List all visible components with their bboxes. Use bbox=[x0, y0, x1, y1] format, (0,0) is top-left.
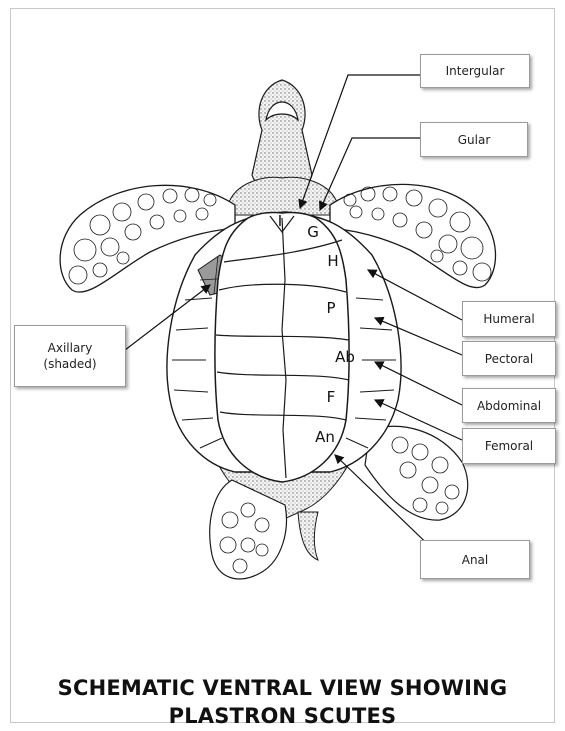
humeral-callout: Humeral bbox=[462, 301, 556, 337]
femoral-label: Femoral bbox=[485, 438, 533, 454]
pectoral-scute-letter: P bbox=[326, 299, 335, 317]
femoral-callout: Femoral bbox=[462, 428, 556, 464]
intergular-scute-letter: I bbox=[278, 212, 282, 230]
intergular-callout: Intergular bbox=[420, 54, 530, 88]
axillary-callout: Axillary (shaded) bbox=[14, 325, 126, 387]
abdominal-scute-letter: Ab bbox=[335, 348, 355, 366]
gular-label: Gular bbox=[458, 132, 491, 148]
pectoral-label: Pectoral bbox=[485, 351, 533, 367]
anal-label: Anal bbox=[462, 552, 489, 568]
anal-scute-letter: An bbox=[315, 428, 335, 446]
pectoral-callout: Pectoral bbox=[462, 341, 556, 376]
intergular-label: Intergular bbox=[446, 63, 505, 79]
humeral-label: Humeral bbox=[483, 311, 534, 327]
abdominal-label: Abdominal bbox=[477, 398, 541, 414]
gular-callout: Gular bbox=[420, 122, 528, 157]
abdominal-callout: Abdominal bbox=[462, 388, 556, 423]
humeral-scute-letter: H bbox=[327, 252, 338, 270]
axillary-label-line2: (shaded) bbox=[43, 356, 96, 372]
tail bbox=[298, 512, 318, 560]
femoral-scute-letter: F bbox=[327, 388, 336, 406]
axillary-label-line1: Axillary bbox=[48, 340, 93, 356]
right-rear-flipper bbox=[365, 426, 468, 520]
figure-title-line1: SCHEMATIC VENTRAL VIEW SHOWING bbox=[0, 676, 565, 700]
anal-callout: Anal bbox=[420, 540, 530, 579]
gular-scute-letter: G bbox=[307, 223, 319, 241]
figure-title-line2: PLASTRON SCUTES bbox=[0, 704, 565, 728]
turtle-head bbox=[252, 80, 312, 194]
